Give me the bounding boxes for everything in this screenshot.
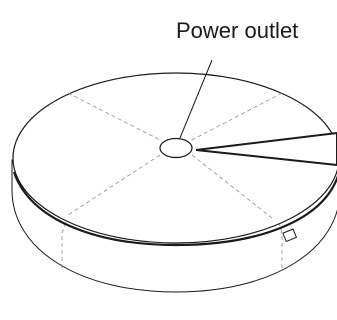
rim-notch (282, 228, 298, 243)
hidden-line-upper-right (189, 92, 283, 142)
hidden-line-lower-right (191, 154, 273, 219)
base-top-rim (12, 171, 337, 247)
callout-label: Power outlet (176, 18, 298, 43)
hidden-line-lower-left (67, 154, 161, 216)
hidden-line-upper-left (67, 92, 163, 142)
power-cable (195, 131, 337, 167)
power-outlet-hole (159, 137, 193, 159)
callout-leader-line (179, 59, 213, 139)
